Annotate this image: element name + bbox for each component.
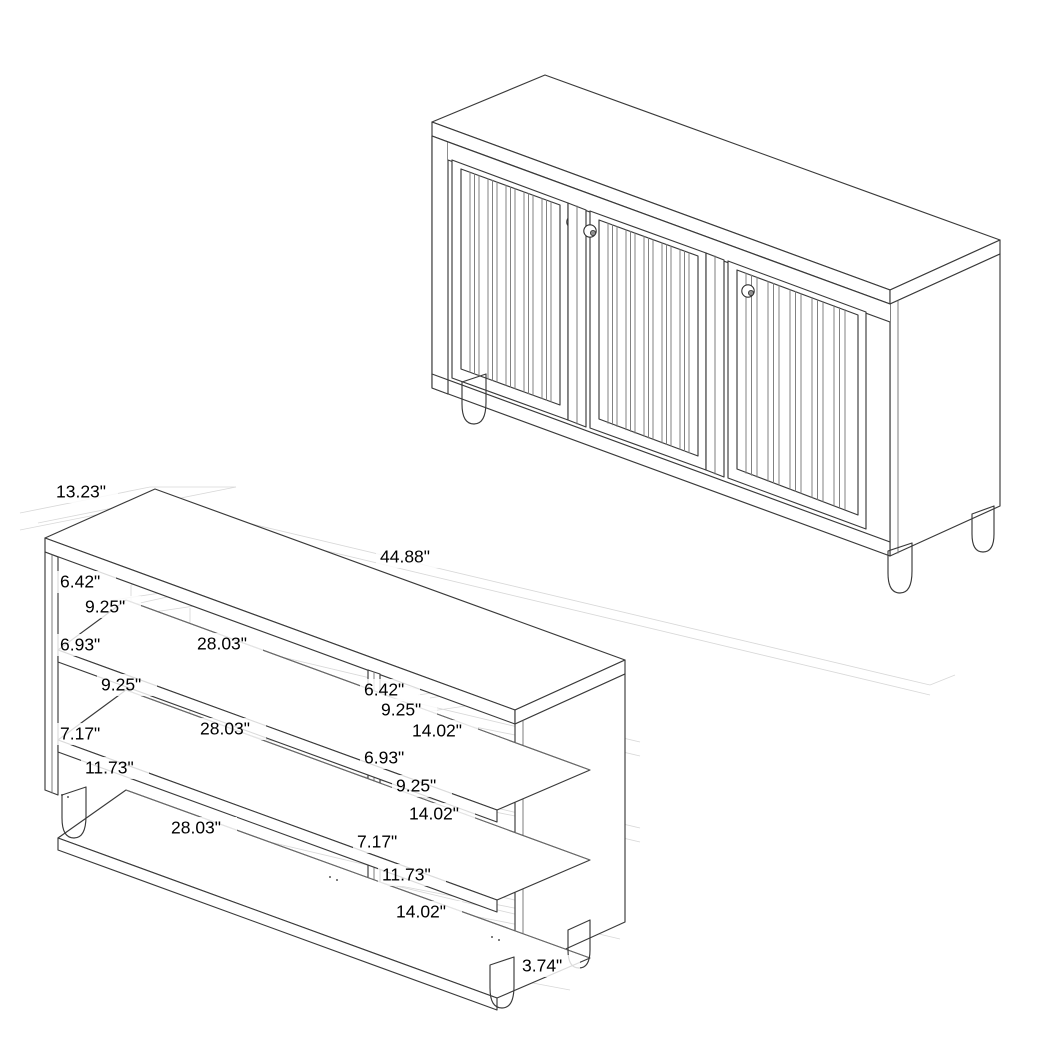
lower-right-side-panel bbox=[514, 673, 626, 973]
dim-right-h5: 7.17" bbox=[357, 832, 397, 852]
shelf-1-back-edge bbox=[125, 599, 591, 771]
dim-left-w2: 28.03" bbox=[200, 719, 250, 739]
dim-left-w1: 28.03" bbox=[197, 634, 247, 654]
lower-leg-center-front bbox=[489, 956, 515, 1009]
lower-left-side-panel bbox=[44, 551, 59, 796]
dim-right-h3: 6.93" bbox=[364, 748, 404, 768]
upper-leg-right bbox=[971, 505, 995, 553]
upper-leg-left bbox=[461, 373, 487, 425]
door-2-slats bbox=[607, 222, 690, 454]
dim-left-h5: 7.17" bbox=[60, 724, 100, 744]
top-rail-upper-edge bbox=[447, 141, 891, 305]
door-3-panel[interactable] bbox=[727, 260, 867, 530]
dim-right-h6: 11.73" bbox=[382, 865, 431, 885]
door-2-knob-highlight bbox=[590, 229, 597, 236]
cabinet-right-side-panel bbox=[889, 253, 1001, 557]
upper-leg-center-front bbox=[887, 542, 913, 594]
cabinet-door-2[interactable] bbox=[583, 210, 707, 471]
dim-right-w1: 14.02" bbox=[412, 721, 462, 741]
dimension-labels: 13.23" 44.88" 6.42" 9.25" 28.03" 6.93" 9… bbox=[52, 481, 580, 977]
upper-cabinet-view bbox=[431, 74, 1001, 594]
lower-leg-left bbox=[61, 786, 87, 839]
dim-right-h2: 9.25" bbox=[381, 700, 421, 720]
dim-right-w2: 14.02" bbox=[409, 804, 459, 824]
dim-left-h6: 11.73" bbox=[85, 758, 134, 778]
dim-overall-width: 44.88" bbox=[380, 547, 430, 567]
dim-left-h1: 6.42" bbox=[60, 572, 100, 592]
cabinet-bottom-rail-line bbox=[431, 373, 891, 543]
lower-dimension-view bbox=[19, 486, 956, 1011]
door-1-recess bbox=[460, 168, 561, 406]
hardware-dot-2 bbox=[67, 796, 69, 798]
cabinet-door-1[interactable] bbox=[451, 159, 580, 421]
cabinet-left-stile bbox=[431, 135, 449, 395]
dim-right-h4: 9.25" bbox=[396, 776, 436, 796]
hardware-dot-3 bbox=[329, 876, 331, 878]
dim-right-h1: 6.42" bbox=[364, 680, 404, 700]
hardware-dot-6 bbox=[498, 939, 500, 941]
dim-leg-height: 3.74" bbox=[522, 956, 562, 976]
dim-left-w3: 28.03" bbox=[171, 818, 221, 838]
bottom-panel bbox=[57, 789, 591, 1011]
dim-left-h2: 9.25" bbox=[85, 597, 125, 617]
door-3-knob-highlight bbox=[748, 289, 755, 296]
shelf-1-front bbox=[57, 649, 498, 823]
door-3-slats bbox=[745, 272, 846, 511]
door-1-slats bbox=[469, 171, 552, 403]
dim-left-h4: 9.25" bbox=[101, 675, 141, 695]
cabinet-door-3[interactable] bbox=[727, 260, 867, 530]
shelf-1 bbox=[57, 599, 591, 823]
dim-right-w3: 14.02" bbox=[396, 902, 446, 922]
dim-left-h3: 6.93" bbox=[60, 635, 100, 655]
dim-depth: 13.23" bbox=[56, 482, 106, 502]
door-2-recess bbox=[598, 219, 699, 457]
hardware-dot-4 bbox=[336, 879, 338, 881]
hardware-dot-5 bbox=[491, 936, 493, 938]
bottom-panel-front bbox=[57, 837, 498, 1011]
cabinet-top-rail bbox=[448, 142, 890, 322]
